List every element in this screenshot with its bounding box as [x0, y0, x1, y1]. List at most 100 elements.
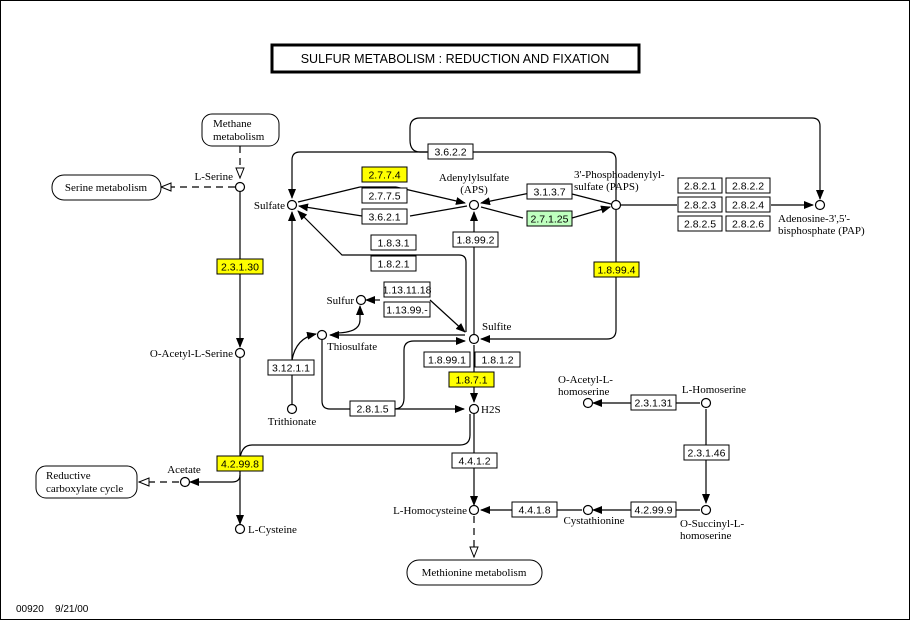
svg-text:Sulfur: Sulfur [327, 295, 355, 307]
svg-text:Thiosulfate: Thiosulfate [327, 341, 377, 353]
enzyme-ec-2-8-2-3[interactable]: 2.8.2.3 [677, 196, 723, 213]
compound-pap[interactable]: Adenosine-3',5'- bisphosphate (PAP) [778, 199, 865, 238]
compound-trithionate[interactable]: Trithionate [268, 403, 317, 429]
enzyme-label: 2.8.2.4 [732, 200, 764, 212]
enzyme-ec-4-4-1-8[interactable]: 4.4.1.8 [511, 501, 558, 518]
enzyme-ec-2-7-7-5[interactable]: 2.7.7.5 [361, 187, 408, 204]
compound-aps[interactable]: Adenylylsulfate (APS) [439, 172, 509, 211]
enzyme-box [593, 261, 640, 278]
enzyme-label: 3.1.3.7 [533, 187, 565, 199]
enzyme-box [725, 215, 771, 232]
svg-text:Sulfite: Sulfite [482, 321, 511, 333]
compound-l-homocysteine[interactable]: L-Homocysteine [393, 504, 480, 517]
enzyme-box [267, 359, 315, 376]
enzyme-ec-3-6-2-2[interactable]: 3.6.2.2 [427, 143, 474, 160]
enzyme-box [511, 501, 558, 518]
compound-h2s[interactable]: H2S [468, 403, 501, 416]
compound-paps[interactable]: 3'-Phosphoadenylyl- sulfate (PAPS) [574, 169, 665, 211]
svg-text:O-Acetyl-L-: O-Acetyl-L- [558, 374, 613, 386]
compound-l-homoserine[interactable]: L-Homoserine [682, 384, 746, 409]
enzyme-box [630, 394, 677, 411]
enzyme-label: 2.8.2.5 [684, 219, 716, 231]
enzyme-box [452, 231, 499, 248]
enzyme-ec-2-8-2-5[interactable]: 2.8.2.5 [677, 215, 723, 232]
compound-thiosulfate[interactable]: Thiosulfate [316, 329, 378, 354]
enzyme-box [725, 177, 771, 194]
map-methane-metabolism[interactable]: Methane metabolism [201, 113, 280, 147]
enzyme-ec-4-2-99-9[interactable]: 4.2.99.9 [630, 501, 677, 518]
enzyme-box [383, 281, 431, 298]
compound-o-acetyl-l-serine[interactable]: O-Acetyl-L-Serine [150, 347, 246, 360]
enzyme-label: 1.13.11.18 [383, 285, 432, 297]
enzyme-ec-3-1-3-7[interactable]: 3.1.3.7 [526, 183, 573, 200]
enzyme-ec-3-6-2-1[interactable]: 3.6.2.1 [361, 208, 408, 225]
enzyme-ec-4-2-99-8[interactable]: 4.2.99.8 [216, 455, 264, 472]
enzyme-ec-1-13-11-18[interactable]: 1.13.11.18 [383, 281, 432, 298]
enzyme-ec-2-8-1-5[interactable]: 2.8.1.5 [349, 400, 396, 417]
enzyme-box [383, 301, 431, 318]
enzyme-ec-1-8-99-1[interactable]: 1.8.99.1 [423, 351, 471, 368]
enzyme-ec-2-8-2-1[interactable]: 2.8.2.1 [677, 177, 723, 194]
enzyme-box [448, 371, 495, 388]
enzyme-label: 1.8.3.1 [377, 238, 409, 250]
enzyme-ec-2-8-2-4[interactable]: 2.8.2.4 [725, 196, 771, 213]
svg-text:Trithionate: Trithionate [268, 416, 317, 428]
svg-text:Adenylylsulfate: Adenylylsulfate [439, 172, 509, 184]
enzyme-ec-2-8-2-6[interactable]: 2.8.2.6 [725, 215, 771, 232]
compound-cystathionine[interactable]: Cystathionine [563, 504, 625, 528]
svg-text:Methane: Methane [213, 118, 252, 130]
enzyme-ec-2-7-1-25[interactable]: 2.7.1.25 [526, 210, 573, 227]
compound-sulfur[interactable]: Sulfur [327, 294, 367, 307]
enzyme-ec-1-8-3-1[interactable]: 1.8.3.1 [370, 234, 417, 251]
enzyme-label: 2.8.2.3 [684, 200, 716, 212]
enzyme-box [423, 351, 471, 368]
map-reductive-carboxylate-cycle[interactable]: Reductive carboxylate cycle [35, 465, 138, 499]
svg-text:Reductive: Reductive [46, 470, 91, 482]
enzyme-ec-1-8-7-1[interactable]: 1.8.7.1 [448, 371, 495, 388]
map-serine-metabolism[interactable]: Serine metabolism [51, 174, 162, 201]
svg-text:homoserine: homoserine [558, 386, 609, 398]
enzyme-ec-4-4-1-2[interactable]: 4.4.1.2 [451, 452, 498, 469]
map-methionine-metabolism[interactable]: Methionine metabolism [406, 559, 543, 586]
svg-text:L-Homocysteine: L-Homocysteine [393, 505, 467, 517]
enzyme-label: 2.8.2.2 [732, 181, 764, 193]
svg-text:Acetate: Acetate [167, 464, 201, 476]
svg-text:(APS): (APS) [460, 184, 488, 196]
svg-text:Sulfate: Sulfate [254, 200, 285, 212]
enzyme-ec-2-8-2-2[interactable]: 2.8.2.2 [725, 177, 771, 194]
svg-text:homoserine: homoserine [680, 530, 731, 542]
enzyme-label: 4.4.1.2 [458, 456, 490, 468]
enzyme-ec-1-8-99-2[interactable]: 1.8.99.2 [452, 231, 499, 248]
enzyme-label: 2.8.2.6 [732, 219, 764, 231]
enzyme-ec-3-12-1-1[interactable]: 3.12.1.1 [267, 359, 315, 376]
enzyme-ec-2-3-1-31[interactable]: 2.3.1.31 [630, 394, 677, 411]
enzyme-ec-2-3-1-46[interactable]: 2.3.1.46 [683, 444, 730, 461]
enzyme-ec-2-7-7-4[interactable]: 2.7.7.4 [361, 166, 408, 183]
enzyme-box [370, 234, 417, 251]
compound-o-acetyl-l-homoserine[interactable]: O-Acetyl-L- homoserine [558, 374, 613, 409]
compound-sulfate[interactable]: Sulfate [254, 199, 298, 212]
enzyme-ec-1-8-2-1[interactable]: 1.8.2.1 [370, 255, 417, 272]
enzyme-ec-1-8-1-2[interactable]: 1.8.1.2 [474, 351, 521, 368]
enzyme-box [725, 196, 771, 213]
enzyme-ec-2-3-1-30[interactable]: 2.3.1.30 [216, 258, 264, 275]
enzyme-label: 2.3.1.31 [635, 398, 673, 410]
compound-l-cysteine[interactable]: L-Cysteine [234, 523, 297, 536]
svg-text:carboxylate cycle: carboxylate cycle [46, 483, 123, 495]
enzyme-box [361, 166, 408, 183]
enzyme-ec-1-13-99[interactable]: 1.13.99.- [383, 301, 431, 318]
compound-o-succinyl-l-homoserine[interactable]: O-Succinyl-L- homoserine [680, 504, 744, 543]
compound-acetate[interactable]: Acetate [167, 464, 201, 488]
enzyme-label: 1.8.99.4 [598, 265, 636, 277]
enzyme-ec-1-8-99-4[interactable]: 1.8.99.4 [593, 261, 640, 278]
svg-text:L-Cysteine: L-Cysteine [248, 524, 297, 536]
enzyme-box [349, 400, 396, 417]
enzyme-box [677, 177, 723, 194]
compound-l-serine[interactable]: L-Serine [195, 171, 246, 193]
page-title: SULFUR METABOLISM : REDUCTION AND FIXATI… [301, 52, 610, 66]
enzyme-label: 2.7.7.4 [368, 170, 400, 182]
svg-text:bisphosphate (PAP): bisphosphate (PAP) [778, 225, 865, 237]
enzyme-box [361, 208, 408, 225]
compound-sulfite[interactable]: Sulfite [468, 321, 512, 345]
